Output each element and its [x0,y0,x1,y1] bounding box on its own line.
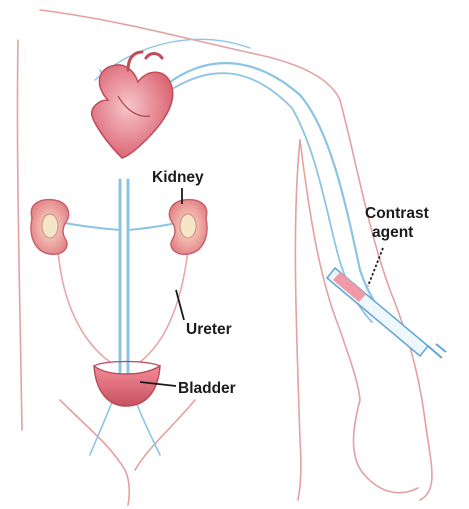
pelvis-line-right [135,400,195,470]
kidney-right-icon [169,200,207,255]
pelvis-line [60,400,129,505]
hand-outline [354,400,419,493]
kidney-label: Kidney [152,169,204,186]
ureter-left [58,250,110,362]
contrast-label-line2: agent [372,224,413,241]
ureter-label: Ureter [186,321,232,338]
torso-side-line [295,140,300,500]
heart-icon [92,52,173,158]
left-side-line [17,40,22,430]
bladder-label: Bladder [178,380,236,397]
ureters [58,250,188,362]
body-outline [17,10,432,505]
renal-vessel-left [60,222,120,230]
kidney-left-icon [31,200,69,255]
shoulder-line [40,10,340,100]
contrast-label-line1: Contrast [365,205,429,222]
contrast-leader [368,248,383,286]
arm-inner-line [300,140,360,400]
